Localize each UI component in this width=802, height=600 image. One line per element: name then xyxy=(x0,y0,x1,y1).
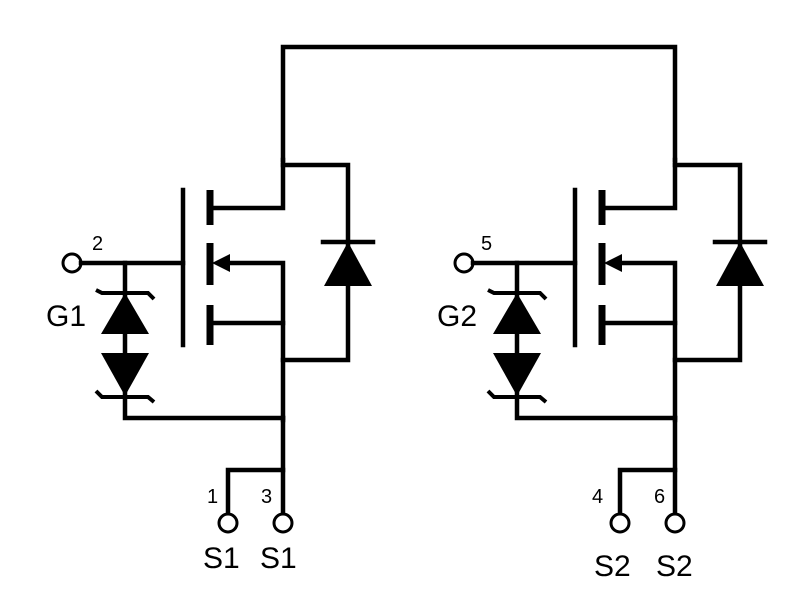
body-diode-icon xyxy=(716,242,764,286)
gate-pin-g2[interactable] xyxy=(453,252,475,274)
mosfet-q1: 2 G1 1 3 S1 S1 xyxy=(46,157,376,575)
body-diode-icon xyxy=(324,242,372,286)
pin-number-4: 4 xyxy=(592,486,603,508)
pin-number-6: 6 xyxy=(654,486,665,508)
source-pin-1[interactable] xyxy=(217,512,239,534)
drain-wire xyxy=(601,157,678,211)
zener-up-icon xyxy=(493,293,541,334)
source-label-s1-b: S1 xyxy=(260,542,297,575)
gate-label-g1: G1 xyxy=(46,300,86,333)
source-label-s1-a: S1 xyxy=(203,542,240,575)
source-pin-4[interactable] xyxy=(609,512,631,534)
source-label-s2-b: S2 xyxy=(656,550,693,583)
mosfet-q2: 5 G2 4 6 S2 S2 xyxy=(437,157,768,583)
body-arrow-icon xyxy=(604,254,622,272)
pin-number-5: 5 xyxy=(481,233,492,255)
pin-number-3: 3 xyxy=(261,486,272,508)
source-wire xyxy=(617,415,678,517)
zener-bottom-cathode xyxy=(486,389,548,404)
source-label-s2-a: S2 xyxy=(594,550,631,583)
body-wire xyxy=(225,260,286,423)
zener-down-icon xyxy=(493,353,541,396)
zener-wire xyxy=(122,260,286,421)
drain-wire xyxy=(209,157,286,211)
zener-down-icon xyxy=(101,353,149,396)
gate-label-g2: G2 xyxy=(437,300,477,333)
zener-up-icon xyxy=(101,293,149,334)
gate-pin-g1[interactable] xyxy=(61,252,83,274)
zener-wire xyxy=(514,260,678,421)
body-arrow-icon xyxy=(212,254,230,272)
pin-number-2: 2 xyxy=(92,233,103,255)
zener-bottom-cathode xyxy=(94,389,156,404)
source-pin-6[interactable] xyxy=(664,512,686,534)
common-drain-wire xyxy=(280,44,678,163)
source-wire xyxy=(225,415,286,517)
pin-number-1: 1 xyxy=(207,486,218,508)
source-pin-3[interactable] xyxy=(272,512,294,534)
body-wire xyxy=(617,260,678,423)
